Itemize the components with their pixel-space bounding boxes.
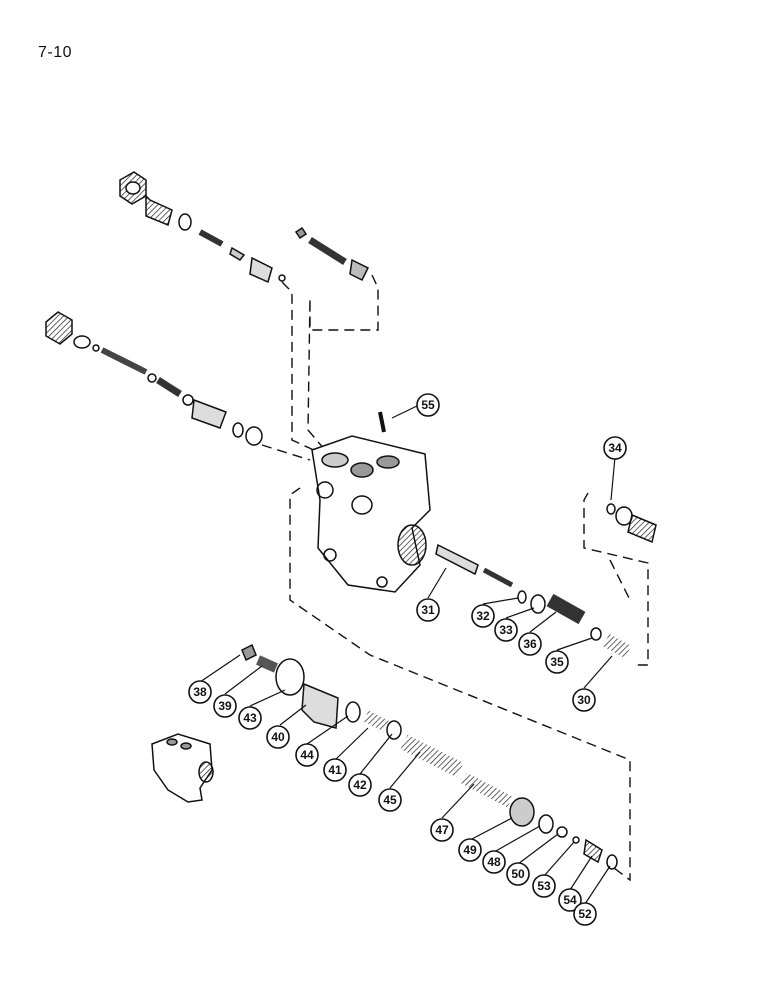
valve-body: [311, 435, 431, 593]
callout-circle: [532, 874, 556, 898]
callout-circle: [378, 788, 402, 812]
callout-40: 40: [266, 725, 290, 749]
callout-circle: [188, 680, 212, 704]
callout-label: 45: [383, 793, 397, 807]
callout-label: 39: [218, 699, 232, 713]
callout-39: 39: [213, 694, 237, 718]
callout-label: 48: [487, 855, 501, 869]
callout-label: 33: [499, 623, 513, 637]
spring-45: [400, 734, 464, 778]
callout-30: 30: [572, 688, 596, 712]
callout-label: 50: [511, 867, 525, 881]
callout-41: 41: [323, 758, 347, 782]
callout-43: 43: [238, 706, 262, 730]
callout-53: 53: [532, 874, 556, 898]
callout-circle: [545, 650, 569, 674]
roll-pin: [378, 411, 386, 433]
callout-circle: [572, 688, 596, 712]
callout-circle: [458, 838, 482, 862]
callout-circle: [416, 393, 440, 417]
callout-circle: [348, 773, 372, 797]
relief-valve-assembly-top: [119, 171, 370, 284]
callout-circle: [603, 436, 627, 460]
callout-54: 54: [558, 888, 582, 912]
valve-body-thumbnail: [151, 733, 214, 803]
callout-label: 49: [463, 843, 477, 857]
callout-34: 34: [603, 436, 627, 460]
callout-label: 47: [435, 823, 449, 837]
spring-47: [461, 772, 513, 808]
callout-label: 44: [300, 748, 314, 762]
spool-assembly-left: [45, 311, 263, 446]
callout-label: 32: [476, 609, 490, 623]
callout-circle: [266, 725, 290, 749]
callout-circle: [573, 902, 597, 926]
callout-circle: [558, 888, 582, 912]
callout-label: 30: [577, 693, 591, 707]
callout-circle: [323, 758, 347, 782]
callout-48: 48: [482, 850, 506, 874]
callout-47: 47: [430, 818, 454, 842]
callout-group: 55 34 31 32 33 36 35 30 38 39 43 40 44 41 42 45 47 49 48 50…: [188, 393, 627, 926]
callout-label: 40: [271, 730, 285, 744]
callout-33: 33: [494, 618, 518, 642]
callout-circle: [506, 862, 530, 886]
callout-circle: [471, 604, 495, 628]
callout-label: 35: [550, 655, 564, 669]
callout-circle: [518, 632, 542, 656]
callout-49: 49: [458, 838, 482, 862]
callout-circle: [416, 598, 440, 622]
callout-label: 34: [608, 441, 622, 455]
callout-44: 44: [295, 743, 319, 767]
callout-circle: [482, 850, 506, 874]
callout-32: 32: [471, 604, 495, 628]
callout-circle: [494, 618, 518, 642]
callout-circle: [213, 694, 237, 718]
callout-label: 42: [353, 778, 367, 792]
callout-label: 38: [193, 685, 207, 699]
callout-label: 52: [578, 907, 592, 921]
callout-38: 38: [188, 680, 212, 704]
page-number: 7-10: [38, 44, 73, 61]
callout-45: 45: [378, 788, 402, 812]
callout-50: 50: [506, 862, 530, 886]
callout-label: 31: [421, 603, 435, 617]
callout-55: 55: [416, 393, 440, 417]
callout-circle: [238, 706, 262, 730]
callout-label: 36: [523, 637, 537, 651]
callout-31: 31: [416, 598, 440, 622]
callout-label: 55: [421, 398, 435, 412]
callout-36: 36: [518, 632, 542, 656]
callout-52: 52: [573, 902, 597, 926]
callout-circle: [430, 818, 454, 842]
callout-35: 35: [545, 650, 569, 674]
callout-label: 53: [537, 879, 551, 893]
callout-label: 43: [243, 711, 257, 725]
callout-circle: [295, 743, 319, 767]
callout-label: 54: [563, 893, 577, 907]
callout-42: 42: [348, 773, 372, 797]
spool-31: [435, 543, 479, 576]
dashed-assembly-lines: [261, 274, 649, 882]
callout-label: 41: [328, 763, 342, 777]
